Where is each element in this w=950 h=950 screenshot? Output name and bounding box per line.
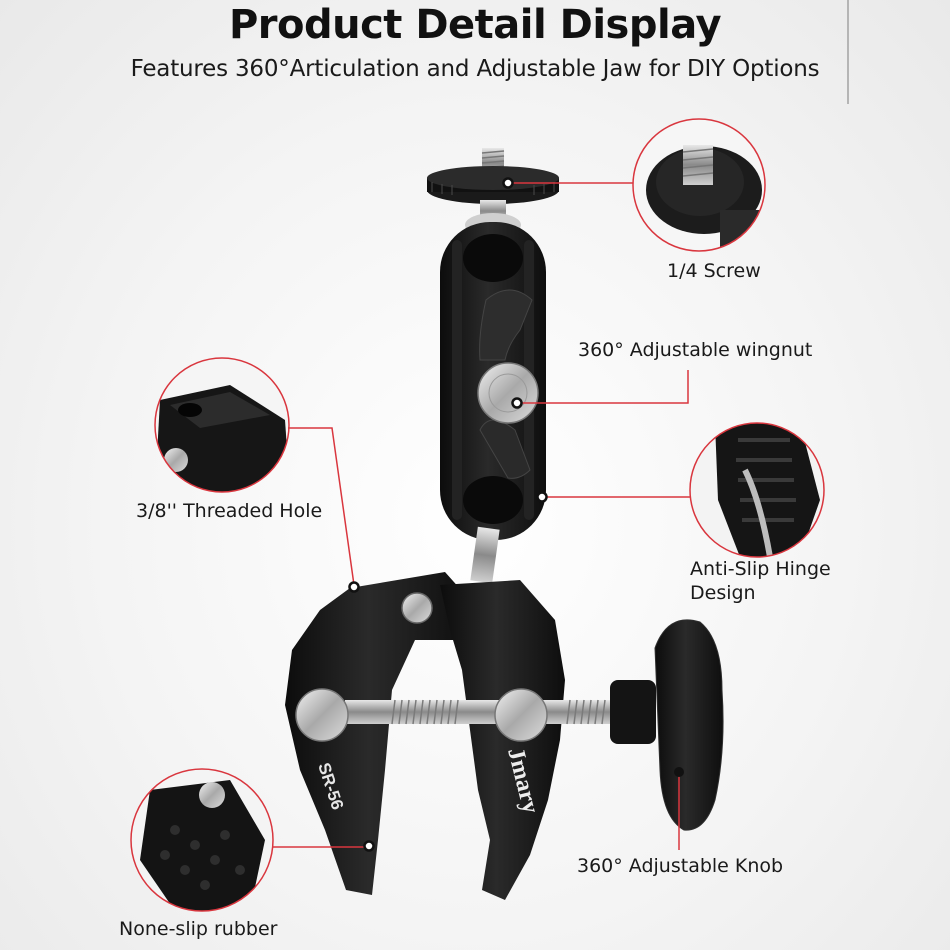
callout-hinge-line1: Anti-Slip Hinge <box>690 558 831 580</box>
screw-detail-bubble <box>632 118 766 252</box>
edge-divider <box>847 0 849 104</box>
page-subtitle: Features 360°Articulation and Adjustable… <box>130 56 820 82</box>
threaded-hole-detail-bubble <box>154 357 290 493</box>
leader-lines <box>273 182 690 850</box>
magic-arm-clamp: SR-56 Jmary <box>285 148 724 900</box>
hinge-detail-bubble <box>689 422 825 558</box>
page-title: Product Detail Display <box>228 2 722 48</box>
callout-hinge-line2: Design <box>690 582 756 604</box>
callout-hinge: Anti-Slip Hinge Design <box>690 557 831 605</box>
callout-rubber: None-slip rubber <box>119 918 278 940</box>
knob-leader-dot <box>674 767 684 777</box>
callout-wingnut: 360° Adjustable wingnut <box>578 339 813 361</box>
callout-knob: 360° Adjustable Knob <box>577 855 784 877</box>
leader-dots <box>348 177 548 852</box>
rubber-detail-bubble <box>130 768 274 912</box>
callout-screw: 1/4 Screw <box>667 260 761 282</box>
callout-threaded-hole: 3/8'' Threaded Hole <box>136 500 323 522</box>
